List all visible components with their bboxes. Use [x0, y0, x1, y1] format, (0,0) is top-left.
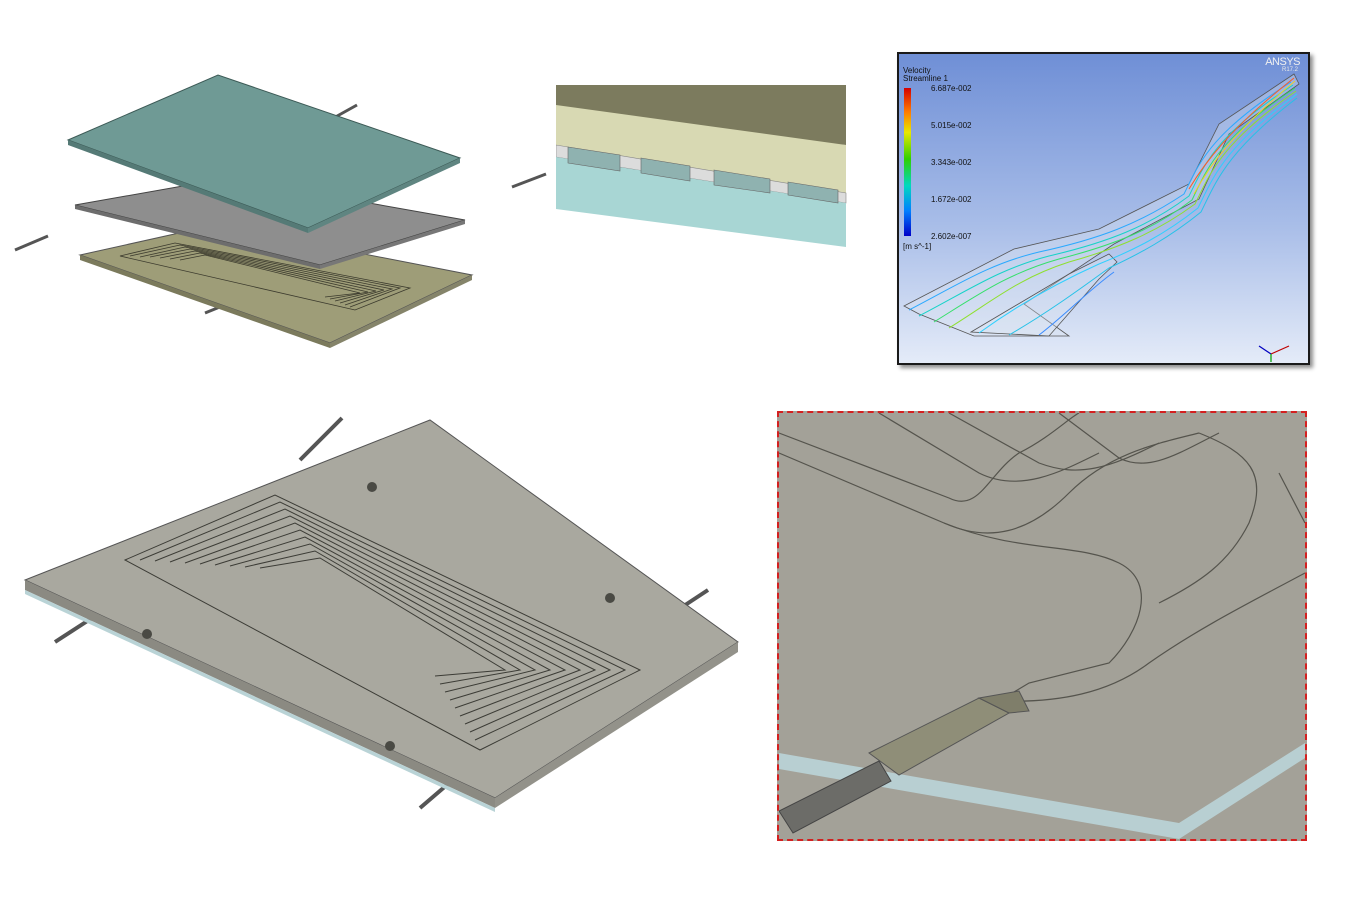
pipe	[14, 234, 49, 252]
assembly-plate-edge	[495, 642, 738, 808]
mounting-screws	[142, 482, 615, 751]
channel-plate-edge	[330, 275, 472, 348]
channel-lines	[119, 242, 412, 311]
branching-channels	[779, 413, 1305, 702]
streamlines	[908, 77, 1298, 336]
channel-cavities	[567, 146, 839, 204]
cross-section-view	[556, 85, 848, 250]
legend-tick: 1.672e-002	[931, 195, 972, 204]
legend-unit: [m s^-1]	[903, 242, 932, 251]
serpentine-channels	[123, 494, 642, 751]
color-scale-bar	[904, 88, 911, 236]
flow-channel-geometry	[903, 73, 1300, 337]
inlet-connector	[868, 690, 1030, 776]
pipe	[298, 416, 344, 462]
pipe-segment	[510, 170, 550, 190]
top-plate-edge	[308, 158, 460, 233]
base-layer	[556, 157, 846, 247]
software-version: R17.2	[1281, 67, 1298, 73]
channel-plate-edge	[80, 255, 330, 348]
exploded-view	[0, 60, 560, 360]
top-plate-edge	[68, 140, 308, 233]
software-logo: ANSYS	[1265, 56, 1300, 68]
base-plate-edge	[25, 590, 495, 812]
legend-tick: 6.687e-002	[931, 84, 972, 93]
assembly-plate	[23, 419, 739, 799]
sealing-layer	[556, 105, 846, 195]
cfd-streamline-panel: Velocity Streamline 1 6.687e-002 5.015e-…	[897, 52, 1310, 365]
legend-subtitle: Streamline 1	[903, 74, 948, 83]
legend-title: Velocity	[903, 66, 931, 75]
legend-tick: 2.602e-007	[931, 232, 972, 241]
legend-tick: 3.343e-002	[931, 158, 972, 167]
inlet-pipe	[779, 760, 892, 834]
middle-plate-edge	[320, 220, 465, 269]
assembled-device-view	[20, 410, 750, 820]
legend-tick: 5.015e-002	[931, 121, 972, 130]
axis-triad-icon	[1258, 345, 1290, 362]
assembly-plate-edge	[25, 580, 495, 808]
detail-zoom-view	[777, 411, 1307, 841]
middle-plate-edge	[75, 205, 320, 269]
